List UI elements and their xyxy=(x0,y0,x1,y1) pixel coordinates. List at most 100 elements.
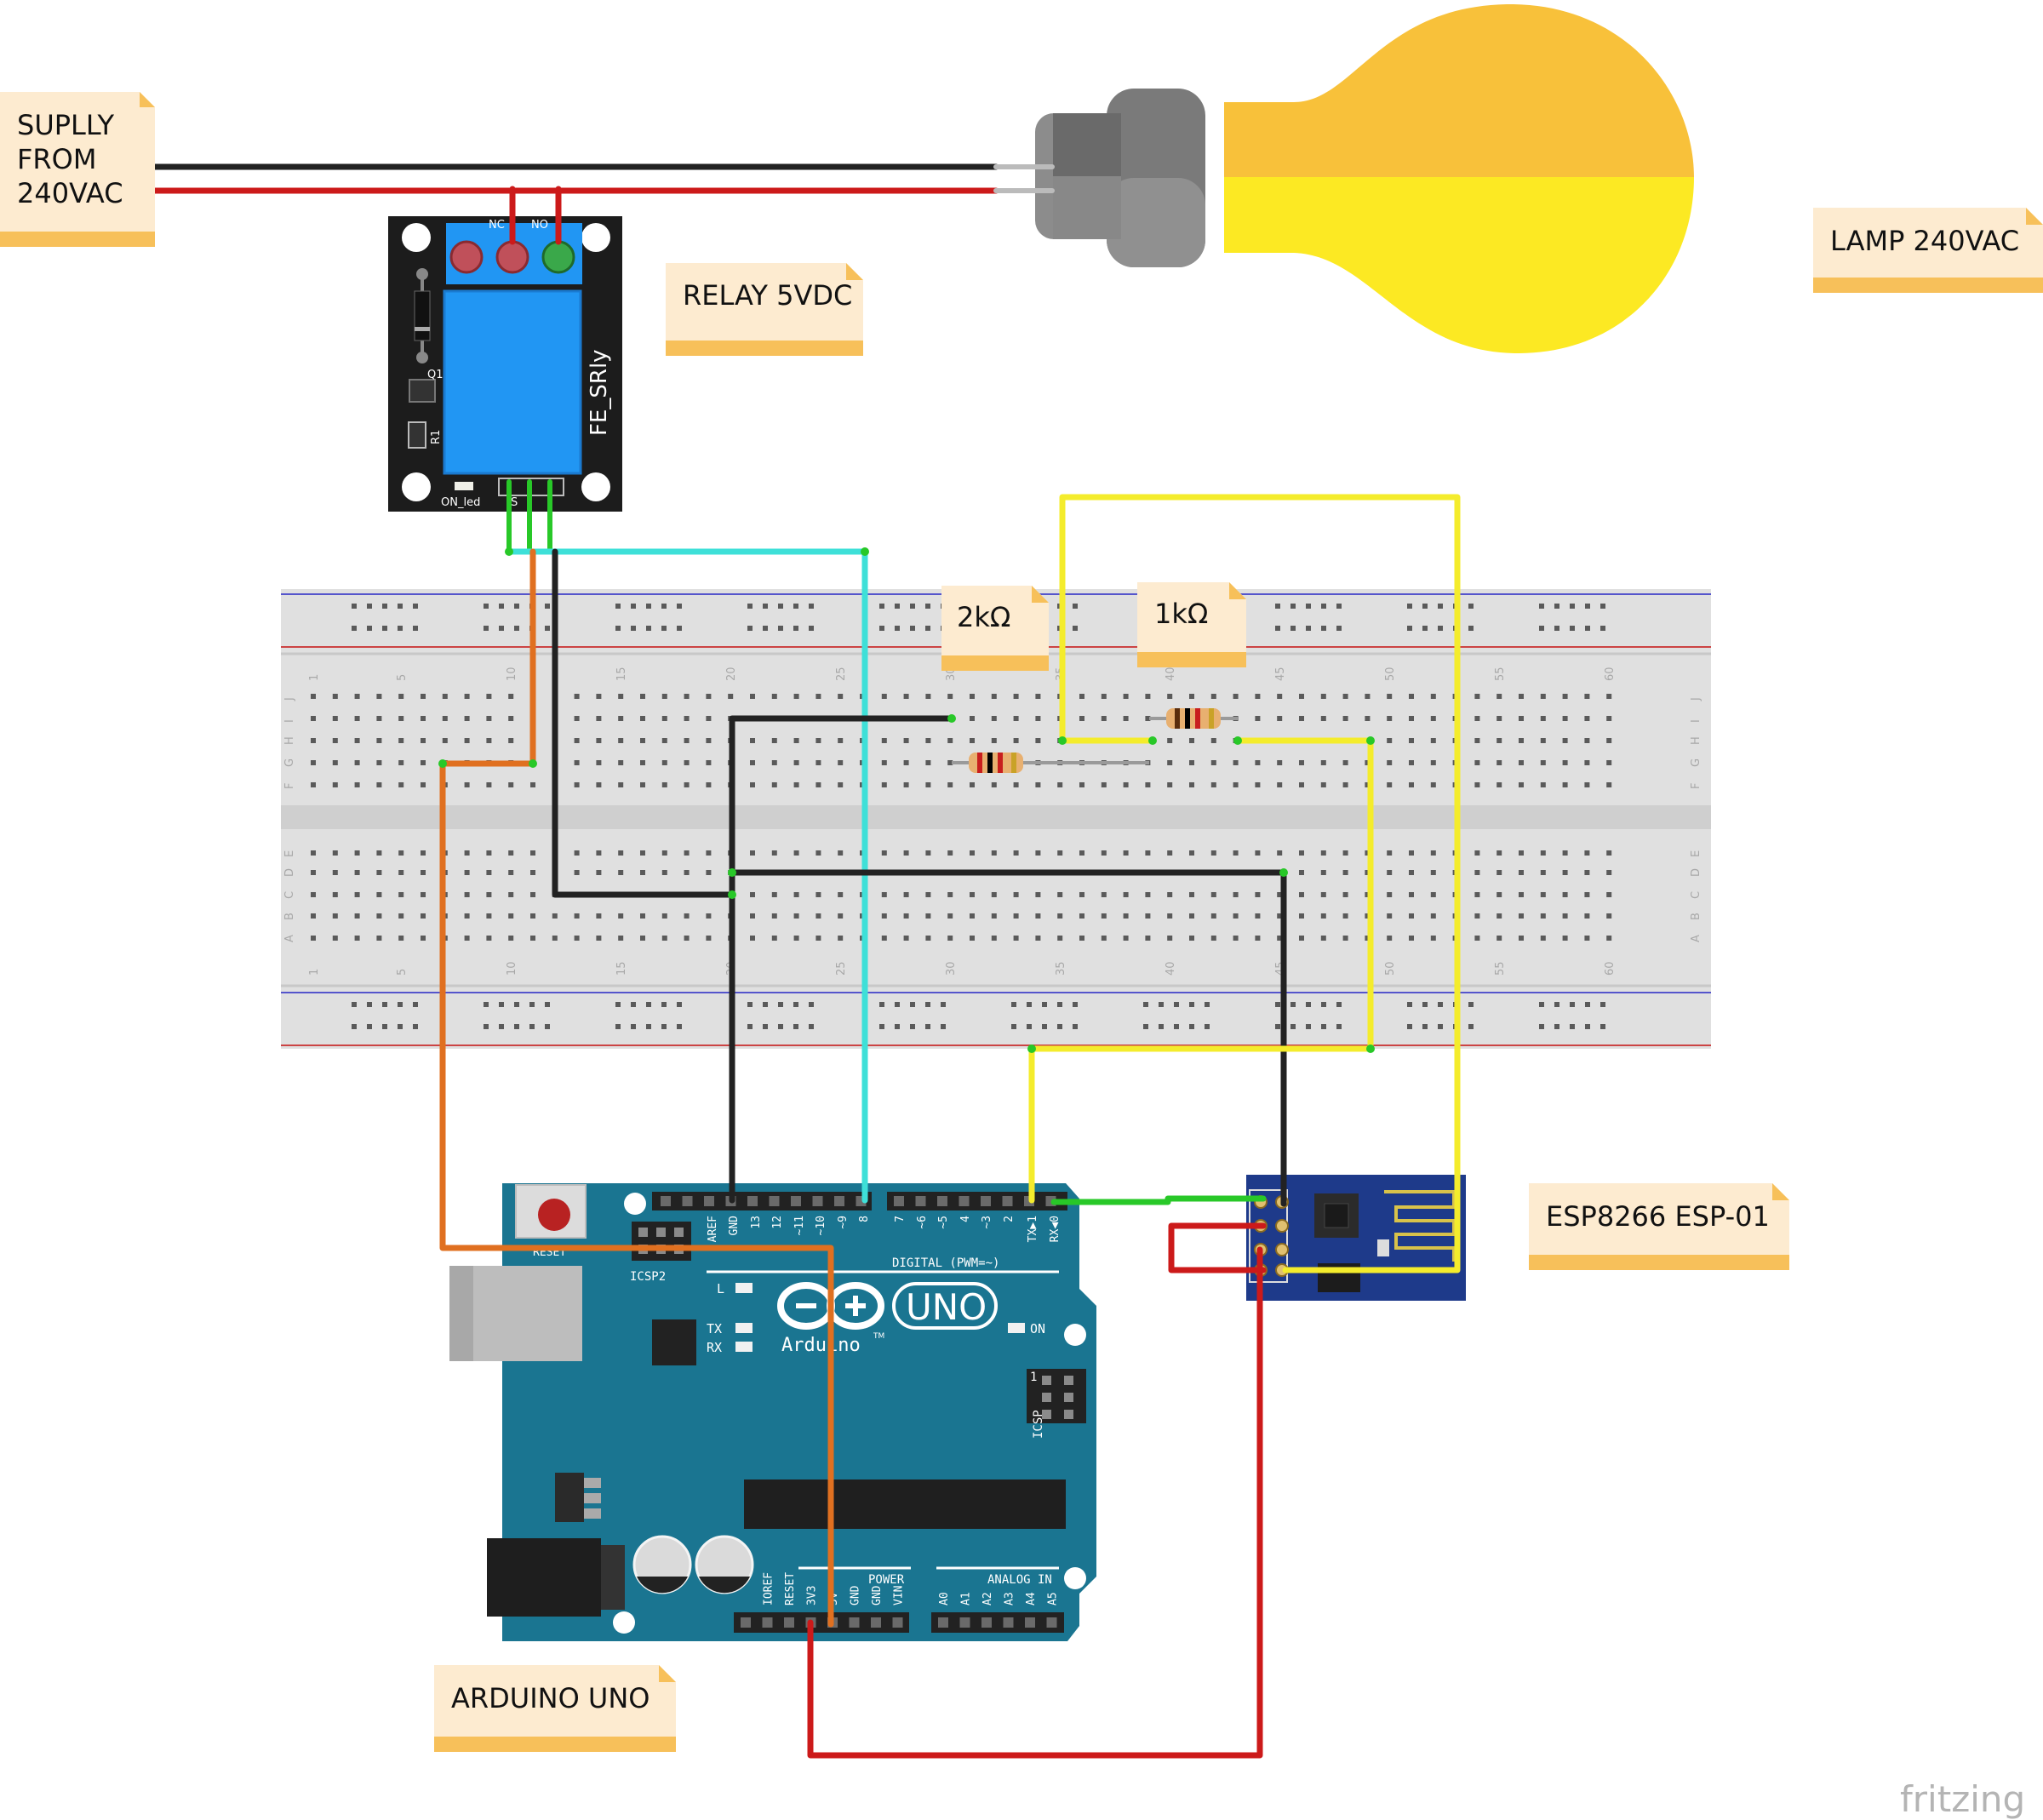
wire-red-ch-pd[interactable] xyxy=(1168,1222,1267,1273)
header-pin[interactable] xyxy=(959,1617,970,1628)
breadboard-rail-hole xyxy=(925,1024,930,1029)
wire-black-relay-gnd[interactable] xyxy=(552,548,735,898)
node xyxy=(1279,868,1288,877)
breadboard-rail-hole xyxy=(484,626,489,631)
reset-button[interactable] xyxy=(538,1199,570,1231)
header-pin[interactable] xyxy=(938,1617,948,1628)
note-fold xyxy=(846,263,863,280)
header-pin[interactable] xyxy=(791,1196,801,1206)
breadboard-hole xyxy=(661,738,667,743)
header-pin[interactable] xyxy=(812,1196,823,1206)
breadboard-hole xyxy=(421,782,426,787)
breadboard-hole xyxy=(947,850,953,856)
header-pin[interactable] xyxy=(661,1196,671,1206)
breadboard-hole xyxy=(815,782,821,787)
breadboard-row-letter: B xyxy=(1690,913,1702,920)
breadboard-hole xyxy=(376,913,382,919)
breadboard-hole xyxy=(1387,913,1393,919)
header-pin[interactable] xyxy=(981,1196,991,1206)
breadboard-hole xyxy=(1387,694,1393,699)
breadboard-hole xyxy=(1606,716,1612,721)
esp-pin[interactable] xyxy=(1275,1219,1289,1233)
wire-yellow-esp-vcc[interactable] xyxy=(1059,494,1461,1273)
header-pin[interactable] xyxy=(834,1196,844,1206)
esp-pin[interactable] xyxy=(1275,1243,1289,1256)
header-pin[interactable] xyxy=(849,1617,860,1628)
breadboard-row-letter: A xyxy=(1690,935,1702,942)
header-pin[interactable] xyxy=(704,1196,714,1206)
header-pin[interactable] xyxy=(1002,1196,1013,1206)
wire-red-3v3[interactable] xyxy=(807,1246,1263,1759)
breadboard-hole xyxy=(815,892,821,897)
header-pin[interactable] xyxy=(762,1617,773,1628)
header-pin[interactable] xyxy=(1025,1617,1035,1628)
breadboard-hole xyxy=(1474,850,1480,856)
header-pin[interactable] xyxy=(741,1617,751,1628)
breadboard-rail-hole xyxy=(1057,1024,1062,1029)
power-pin-label: GND xyxy=(871,1585,884,1605)
header-pin[interactable] xyxy=(892,1617,903,1628)
breadboard-row-letter: E xyxy=(283,850,296,857)
breadboard-rail-hole xyxy=(1600,1024,1605,1029)
note-supply-line2: FROM xyxy=(17,143,96,175)
header-pin[interactable] xyxy=(747,1196,758,1206)
wire-green-rx[interactable] xyxy=(1050,1195,1267,1205)
power-pin-label: VIN xyxy=(893,1586,906,1605)
breadboard-hole xyxy=(1123,716,1129,721)
breadboard-hole xyxy=(354,716,360,721)
header-pin[interactable] xyxy=(915,1196,926,1206)
breadboard-hole xyxy=(552,913,558,919)
breadboard-hole xyxy=(1145,913,1151,919)
lamp-socket-lower xyxy=(1107,178,1205,267)
breadboard-hole xyxy=(881,892,887,897)
top-pin-label: TX▶1 xyxy=(1027,1216,1039,1242)
breadboard-hole xyxy=(1584,716,1590,721)
breadboard-hole xyxy=(574,850,580,856)
header-pin[interactable] xyxy=(769,1196,780,1206)
header-pin[interactable] xyxy=(894,1196,904,1206)
power-jack-back xyxy=(601,1545,625,1610)
breadboard-rail-hole xyxy=(1422,1002,1428,1007)
header-pin[interactable] xyxy=(981,1617,992,1628)
breadboard-hole xyxy=(1496,870,1502,875)
breadboard-rail-hole xyxy=(352,1024,357,1029)
analog-pin-label: A2 xyxy=(981,1592,994,1605)
header-pin[interactable] xyxy=(1046,1617,1057,1628)
breadboard-hole xyxy=(991,850,997,856)
breadboard-hole xyxy=(1101,694,1107,699)
breadboard-hole xyxy=(1277,936,1283,941)
breadboard-hole xyxy=(1519,913,1524,919)
header-pin[interactable] xyxy=(682,1196,693,1206)
breadboard-hole xyxy=(1540,892,1546,897)
wire-black-gnd[interactable] xyxy=(729,715,955,1204)
breadboard-hole xyxy=(1584,782,1590,787)
breadboard-hole xyxy=(771,850,777,856)
top-pin-label: 12 xyxy=(771,1216,784,1229)
breadboard-center-channel xyxy=(281,805,1711,829)
header-pin[interactable] xyxy=(784,1617,794,1628)
resistor-band xyxy=(1195,708,1200,729)
header-pin[interactable] xyxy=(871,1617,881,1628)
breadboard-rail-hole xyxy=(895,1024,900,1029)
header-pin[interactable] xyxy=(959,1196,970,1206)
breadboard-hole xyxy=(1540,782,1546,787)
breadboard-hole xyxy=(1079,782,1084,787)
breadboard-rail-hole xyxy=(1585,626,1590,631)
logo-uno-text: UNO xyxy=(906,1286,987,1328)
breadboard-hole xyxy=(596,850,602,856)
terminal-screw-no xyxy=(541,240,575,274)
breadboard-hole xyxy=(1562,913,1568,919)
breadboard-hole xyxy=(640,760,645,765)
header-pin[interactable] xyxy=(1003,1617,1014,1628)
breadboard-hole xyxy=(618,913,624,919)
header-pin[interactable] xyxy=(937,1196,947,1206)
breadboard-rail-hole xyxy=(352,626,357,631)
breadboard-hole xyxy=(311,870,316,875)
logo-tm: TM xyxy=(873,1332,884,1341)
breadboard-hole xyxy=(881,782,887,787)
wire-orange-5v[interactable] xyxy=(439,548,834,1628)
arduino-mount-hole xyxy=(1064,1324,1086,1346)
breadboard-hole xyxy=(1210,892,1216,897)
breadboard-rail-hole xyxy=(352,1002,357,1007)
breadboard-hole xyxy=(464,850,470,856)
